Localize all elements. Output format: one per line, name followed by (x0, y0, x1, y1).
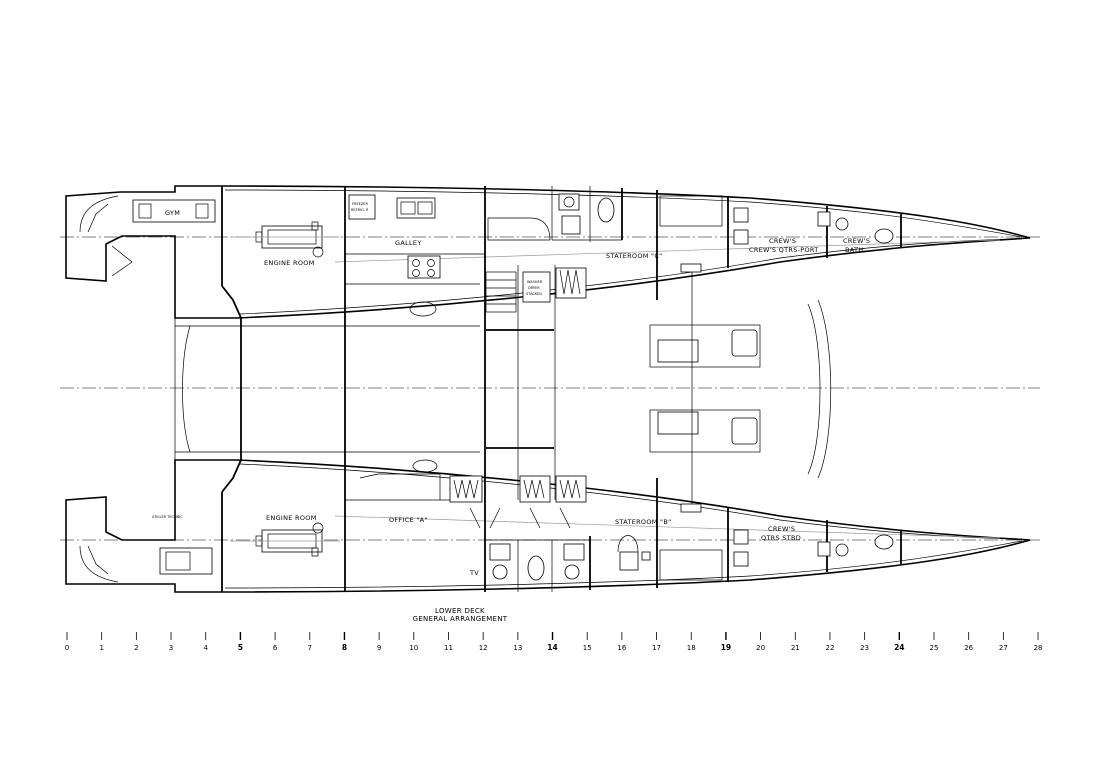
scale-tick-label: 23 (860, 644, 869, 652)
scale-tick-label: 21 (791, 644, 800, 652)
scale-tick-label: 3 (169, 644, 173, 652)
scale-tick-label: 20 (756, 644, 765, 652)
label-atelier: ATELIER TECHNIC (152, 515, 183, 519)
label-crews-bath-2: BATH (845, 246, 863, 254)
drawing-title-line1: LOWER DECK (435, 607, 485, 615)
label-washer-3: STACKED (526, 292, 542, 296)
scale-tick-label: 0 (65, 644, 69, 652)
scale-tick-label: 10 (409, 644, 418, 652)
label-stateroom-c: STATEROOM "C" (606, 252, 662, 260)
scale-tick-label: 1 (99, 644, 103, 652)
label-tv: TV (469, 569, 479, 577)
scale-tick-label: 15 (583, 644, 592, 652)
label-crews-port-2: CREW'S QTRS-PORT (749, 246, 819, 254)
label-freezer-1: FREEZER (352, 202, 368, 206)
label-crews-port-1: CREW'S (769, 237, 796, 245)
scale-tick-label: 13 (513, 644, 522, 652)
label-engine-room-stbd: ENGINE ROOM (266, 514, 317, 522)
scale-tick-label: 9 (377, 644, 381, 652)
engine-stbd-icon (230, 522, 340, 557)
label-freezer-2: REFRIG. R (351, 208, 369, 212)
scale-tick-label: 8 (342, 643, 347, 652)
drawing-title-line2: GENERAL ARRANGEMENT (413, 615, 508, 623)
label-washer-2: DRYER (528, 286, 540, 290)
label-gym: GYM (165, 209, 180, 217)
label-galley: GALLEY (395, 239, 422, 247)
engine-port-icon (230, 221, 340, 258)
scale-tick-label: 24 (894, 643, 904, 652)
scale-tick-label: 11 (444, 644, 453, 652)
scale-tick-label: 7 (308, 644, 312, 652)
label-washer-1: WASHER (527, 280, 543, 284)
label-engine-room-port: ENGINE ROOM (264, 259, 315, 267)
scale-tick-label: 6 (273, 644, 278, 652)
scale-tick-label: 14 (547, 643, 557, 652)
label-crews-stbd-2: QTRS STBD (761, 534, 801, 542)
scale-tick-label: 12 (479, 644, 488, 652)
scale-tick-label: 22 (825, 644, 834, 652)
scale-tick-label: 4 (203, 644, 208, 652)
bridge-deck (174, 265, 832, 505)
scale-tick-label: 27 (999, 644, 1008, 652)
starboard-bulkheads (159, 452, 902, 592)
scale-tick-label: 5 (238, 643, 243, 652)
label-stateroom-b: STATEROOM "B" (615, 518, 671, 526)
scale-tick-label: 17 (652, 644, 661, 652)
port-bulkheads (132, 186, 902, 326)
label-crews-bath-1: CREW'S (843, 237, 870, 245)
scale-tick-label: 16 (617, 644, 626, 652)
label-office-a: OFFICE "A" (389, 516, 428, 524)
scale-tick-label: 18 (687, 644, 696, 652)
scale-tick-label: 2 (134, 644, 138, 652)
scale-tick-label: 25 (930, 644, 939, 652)
label-crews-stbd-1: CREW'S (768, 525, 795, 533)
scale-tick-label: 28 (1034, 644, 1043, 652)
scale-tick-label: 19 (721, 643, 731, 652)
scale-tick-label: 26 (964, 644, 973, 652)
